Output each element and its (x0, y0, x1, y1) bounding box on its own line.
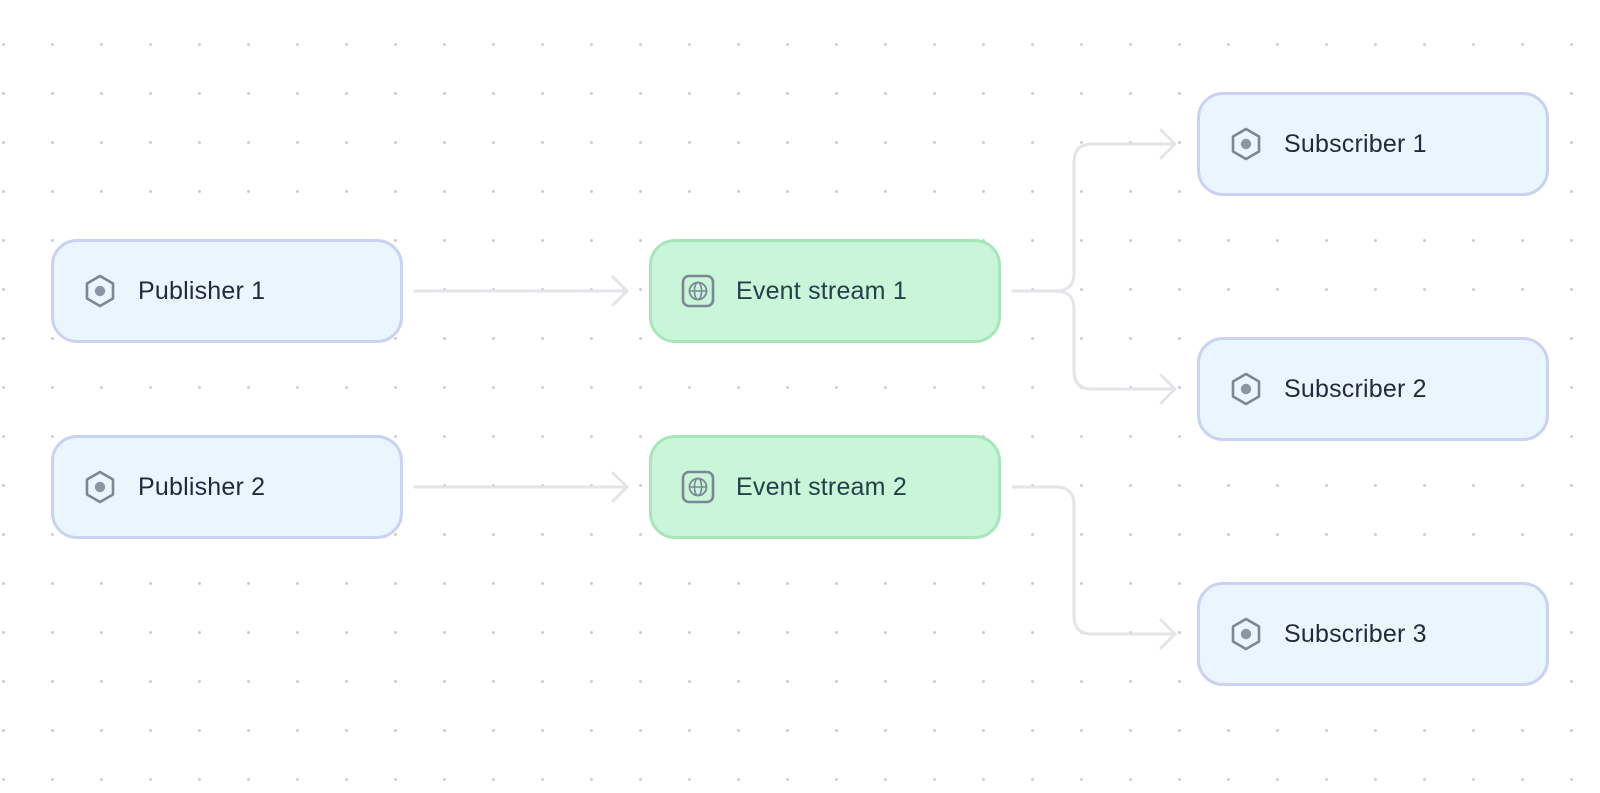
hexagon-icon (82, 273, 118, 309)
node-label: Publisher 1 (138, 276, 266, 305)
node-label: Subscriber 1 (1284, 129, 1427, 158)
arrowhead-icon (611, 275, 629, 307)
hexagon-icon (82, 469, 118, 505)
node-label: Subscriber 2 (1284, 374, 1427, 403)
node-subscriber-3[interactable]: Subscriber 3 (1197, 582, 1549, 686)
arrowhead-icon (1159, 373, 1177, 405)
globe-icon (680, 273, 716, 309)
edge-event-stream-1-to-subscriber-1 (1011, 142, 1177, 293)
arrowhead-icon (611, 471, 629, 503)
node-publisher-2[interactable]: Publisher 2 (51, 435, 403, 539)
node-subscriber-2[interactable]: Subscriber 2 (1197, 337, 1549, 441)
arrowhead-icon (1159, 618, 1177, 650)
node-event-stream-2[interactable]: Event stream 2 (649, 435, 1001, 539)
node-event-stream-1[interactable]: Event stream 1 (649, 239, 1001, 343)
hexagon-icon (1228, 616, 1264, 652)
globe-icon (680, 469, 716, 505)
hexagon-icon (1228, 126, 1264, 162)
node-label: Event stream 1 (736, 276, 907, 305)
hexagon-icon (1228, 371, 1264, 407)
node-label: Event stream 2 (736, 472, 907, 501)
node-label: Publisher 2 (138, 472, 266, 501)
node-publisher-1[interactable]: Publisher 1 (51, 239, 403, 343)
edge-event-stream-1-to-subscriber-2 (1011, 289, 1177, 391)
edge-event-stream-2-to-subscriber-3 (1011, 485, 1177, 636)
node-subscriber-1[interactable]: Subscriber 1 (1197, 92, 1549, 196)
node-label: Subscriber 3 (1284, 619, 1427, 648)
arrowhead-icon (1159, 128, 1177, 160)
